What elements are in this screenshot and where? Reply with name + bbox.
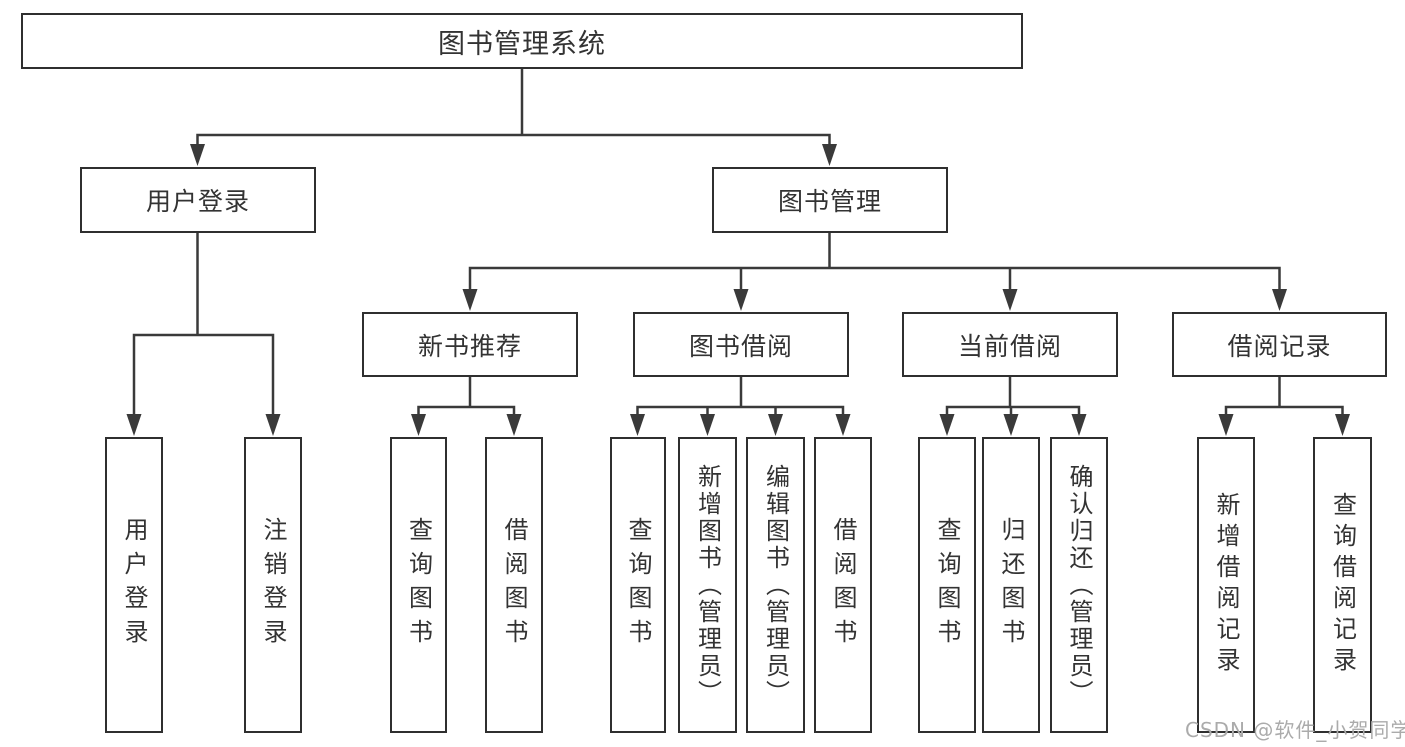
leaf-query-borrow-record: 查询借阅记录 [1313,437,1372,733]
node-new-book-recommendation: 新书推荐 [362,312,578,377]
arrowhead-icon [822,144,837,166]
node-label: 归还图书 [997,517,1025,653]
arrowhead-icon [768,414,783,436]
leaf-return-book: 归还图书 [982,437,1040,733]
arrowhead-icon [506,414,522,436]
leaf-logout: 注销登录 [244,437,302,733]
leaf-edit-book-admin: 编辑图书（管理员） [746,437,805,733]
arrowhead-icon [700,414,715,436]
node-user-login: 用户登录 [80,167,316,233]
node-label: 查询图书 [624,517,652,653]
arrowhead-icon [939,414,955,436]
node-library-management-system: 图书管理系统 [21,13,1023,69]
leaf-query-books-borrowing: 查询图书 [610,437,666,733]
node-borrowing-records: 借阅记录 [1172,312,1387,377]
node-current-borrowing: 当前借阅 [902,312,1118,377]
leaf-user-login: 用户登录 [105,437,163,733]
node-label: 新增借阅记录 [1212,492,1240,678]
arrowhead-icon [265,414,281,436]
node-label: 借阅图书 [829,517,857,653]
node-label: 编辑图书（管理员） [761,463,790,707]
arrowhead-icon [733,289,749,311]
leaf-query-books-recommend: 查询图书 [390,437,447,733]
node-book-borrowing: 图书借阅 [633,312,849,377]
node-label: 新增图书（管理员） [693,463,722,707]
node-label: 图书管理系统 [438,28,606,60]
leaf-borrow-books-borrowing: 借阅图书 [814,437,872,733]
arrowhead-icon [190,144,205,166]
node-label: 图书管理 [777,187,882,216]
node-label: 用户登录 [145,187,250,216]
arrowhead-icon [1003,414,1019,436]
leaf-add-book-admin: 新增图书（管理员） [678,437,737,733]
leaf-query-books-current: 查询图书 [918,437,976,733]
leaf-add-borrow-record: 新增借阅记录 [1197,437,1255,733]
arrowhead-icon [462,289,478,311]
arrowhead-icon [835,414,851,436]
leaf-confirm-return-admin: 确认归还（管理员） [1050,437,1108,733]
arrowhead-icon [1272,289,1287,311]
arrowhead-icon [1218,414,1234,436]
arrowhead-icon [1071,414,1087,436]
node-label: 当前借阅 [957,331,1062,361]
node-label: 用户登录 [120,517,148,653]
node-label: 查询图书 [933,517,961,653]
node-label: 图书借阅 [688,331,793,361]
arrowhead-icon [630,414,645,436]
arrowhead-icon [411,414,426,436]
node-label: 查询借阅记录 [1328,492,1357,678]
leaf-borrow-books-recommend: 借阅图书 [485,437,543,733]
node-label: 借阅图书 [500,517,528,653]
arrowhead-icon [1335,414,1350,436]
node-label: 注销登录 [259,517,287,653]
node-book-management: 图书管理 [712,167,948,233]
arrowhead-icon [126,414,142,436]
node-label: 借阅记录 [1227,331,1332,361]
arrowhead-icon [1002,289,1018,311]
watermark: CSDN @软件_小贺同学 [1185,718,1405,742]
node-label: 新书推荐 [417,331,522,361]
node-label: 查询图书 [404,517,433,653]
node-label: 确认归还（管理员） [1065,463,1093,707]
